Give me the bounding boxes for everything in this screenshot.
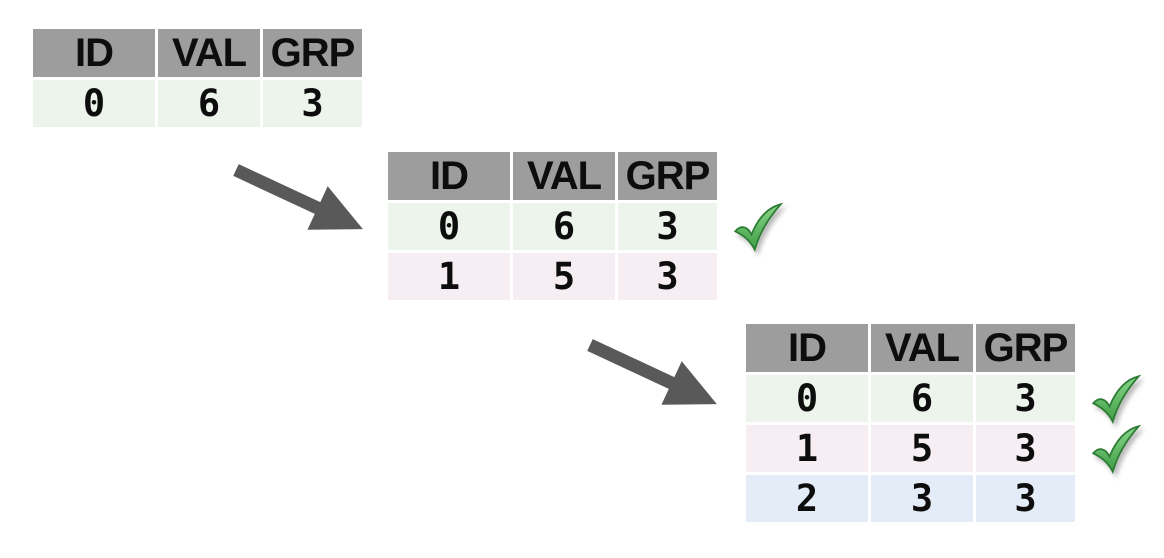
column-header-grp: GRP bbox=[618, 152, 717, 200]
cell-val: 5 bbox=[871, 425, 973, 472]
arrow-down-right-icon bbox=[233, 164, 363, 230]
column-header-id: ID bbox=[33, 29, 155, 77]
cell-grp: 3 bbox=[976, 425, 1075, 472]
column-header-grp: GRP bbox=[263, 29, 362, 77]
cell-val: 6 bbox=[513, 203, 615, 250]
cell-val: 6 bbox=[158, 80, 260, 127]
cell-val: 5 bbox=[513, 253, 615, 300]
cell-id: 0 bbox=[388, 203, 510, 250]
cell-id: 1 bbox=[746, 425, 868, 472]
cell-grp: 3 bbox=[618, 203, 717, 250]
checkmark-icon bbox=[1091, 424, 1142, 475]
cell-val: 6 bbox=[871, 375, 973, 422]
cell-grp: 3 bbox=[263, 80, 362, 127]
column-header-val: VAL bbox=[871, 324, 973, 372]
arrow-down-right-icon bbox=[587, 339, 717, 405]
column-header-id: ID bbox=[746, 324, 868, 372]
column-header-val: VAL bbox=[158, 29, 260, 77]
column-header-val: VAL bbox=[513, 152, 615, 200]
column-header-grp: GRP bbox=[976, 324, 1075, 372]
cell-grp: 3 bbox=[976, 475, 1075, 522]
checkmark-icon bbox=[1091, 374, 1142, 425]
cell-grp: 3 bbox=[976, 375, 1075, 422]
cell-id: 2 bbox=[746, 475, 868, 522]
column-header-id: ID bbox=[388, 152, 510, 200]
cell-id: 1 bbox=[388, 253, 510, 300]
cell-id: 0 bbox=[746, 375, 868, 422]
checkmark-icon bbox=[733, 202, 784, 253]
cell-val: 3 bbox=[871, 475, 973, 522]
cell-id: 0 bbox=[33, 80, 155, 127]
cell-grp: 3 bbox=[618, 253, 717, 300]
